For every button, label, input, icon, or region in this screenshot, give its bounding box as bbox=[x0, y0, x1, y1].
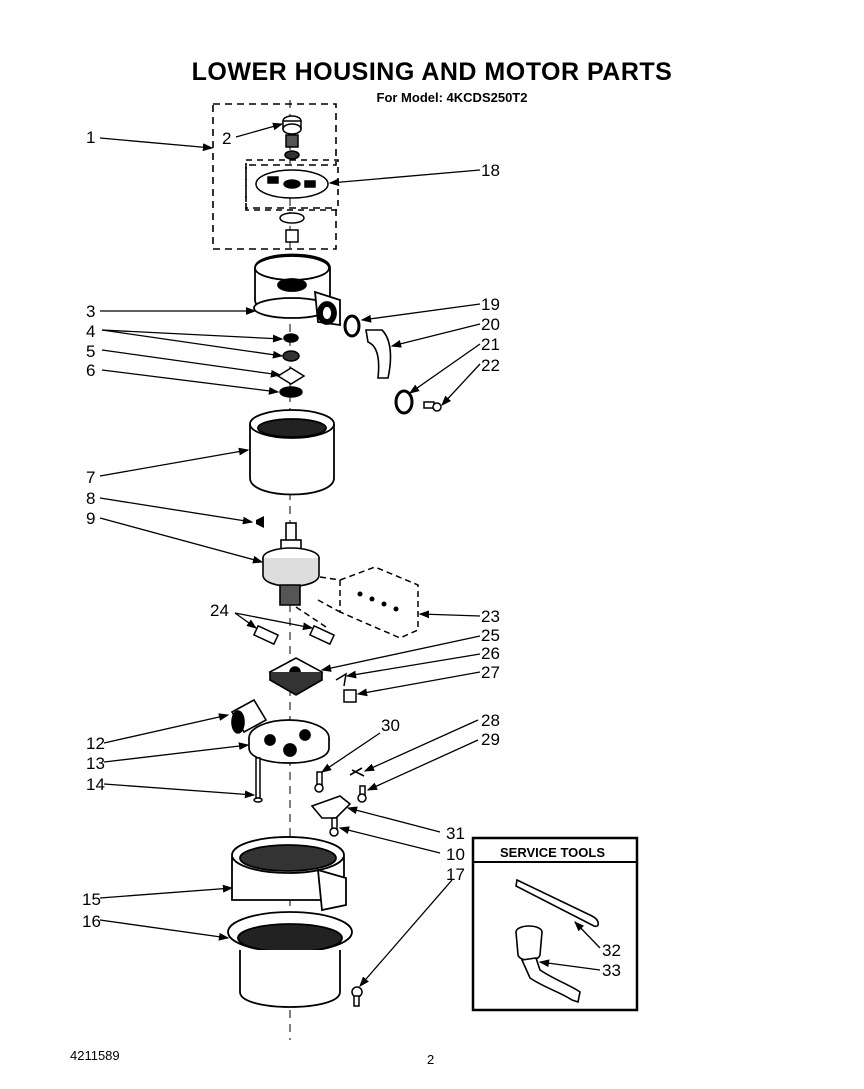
part-21-clamp bbox=[394, 389, 414, 415]
part-23-box bbox=[295, 566, 419, 639]
callout-33: 33 bbox=[602, 961, 621, 980]
part-33-tool bbox=[515, 925, 581, 1004]
callout-2: 2 bbox=[222, 129, 231, 148]
part-25-plate bbox=[268, 657, 324, 696]
model-subtitle: For Model: 4KCDS250T2 bbox=[376, 90, 528, 105]
part-9-rotor bbox=[262, 522, 320, 606]
callout-21: 21 bbox=[481, 335, 500, 354]
callout-12: 12 bbox=[86, 734, 105, 753]
callout-18: 18 bbox=[481, 161, 500, 180]
callout-5: 5 bbox=[86, 342, 95, 361]
part-18-turntable bbox=[255, 169, 329, 243]
upper-housing bbox=[253, 253, 341, 327]
page-title: LOWER HOUSING AND MOTOR PARTS bbox=[191, 58, 673, 86]
callout-31: 31 bbox=[446, 824, 465, 843]
parts-4-6-washers bbox=[276, 333, 306, 398]
callout-1: 1 bbox=[86, 128, 95, 147]
callout-7: 7 bbox=[86, 468, 95, 487]
part-12-sleeve bbox=[230, 698, 268, 734]
part-15-housing bbox=[231, 836, 347, 912]
part-32-tool bbox=[515, 878, 600, 928]
callout-20: 20 bbox=[481, 315, 500, 334]
part-29-screw bbox=[357, 785, 367, 803]
callout-22: 22 bbox=[481, 356, 500, 375]
callout-25: 25 bbox=[481, 626, 500, 645]
callout-15: 15 bbox=[82, 890, 101, 909]
callout-17: 17 bbox=[446, 865, 465, 884]
callout-8: 8 bbox=[86, 489, 95, 508]
callout-19: 19 bbox=[481, 295, 500, 314]
part-10-screw bbox=[329, 817, 339, 837]
callout-27: 27 bbox=[481, 663, 500, 682]
callout-3: 3 bbox=[86, 302, 95, 321]
part-24-brushes bbox=[252, 624, 336, 646]
callout-30: 30 bbox=[381, 716, 400, 735]
part-22-screw bbox=[423, 401, 442, 412]
callout-28: 28 bbox=[481, 711, 500, 730]
callout-24: 24 bbox=[210, 601, 229, 620]
callout-14: 14 bbox=[86, 775, 105, 794]
part-28-clip bbox=[349, 767, 365, 777]
part-8-bearing bbox=[256, 516, 264, 528]
part-26-clip bbox=[335, 672, 348, 687]
part-2-nut bbox=[282, 115, 302, 160]
callout-6: 6 bbox=[86, 361, 95, 380]
callout-4: 4 bbox=[86, 322, 95, 341]
part-27-block bbox=[343, 689, 357, 703]
callout-13: 13 bbox=[86, 754, 105, 773]
part-14-bolt bbox=[253, 757, 263, 803]
service-tools-title: SERVICE TOOLS bbox=[500, 845, 605, 860]
part-19-gasket bbox=[343, 314, 361, 338]
part-16-base bbox=[227, 911, 353, 1008]
callout-29: 29 bbox=[481, 730, 500, 749]
page-number: 2 bbox=[427, 1052, 435, 1067]
part-31-bracket bbox=[310, 795, 352, 819]
callout-9: 9 bbox=[86, 509, 95, 528]
service-tools-box: SERVICE TOOLS bbox=[471, 836, 639, 1012]
footer-code: 4211589 bbox=[70, 1048, 120, 1063]
part-20-elbow bbox=[365, 329, 392, 379]
callout-32: 32 bbox=[602, 941, 621, 960]
part-17-screw bbox=[351, 986, 363, 1007]
callout-23: 23 bbox=[481, 607, 500, 626]
part-30-screw bbox=[314, 771, 324, 793]
callout-16: 16 bbox=[82, 912, 101, 931]
callout-26: 26 bbox=[481, 644, 500, 663]
callout-10: 10 bbox=[446, 845, 465, 864]
part-7-stator bbox=[249, 409, 335, 496]
part-13-end-frame bbox=[248, 719, 330, 764]
